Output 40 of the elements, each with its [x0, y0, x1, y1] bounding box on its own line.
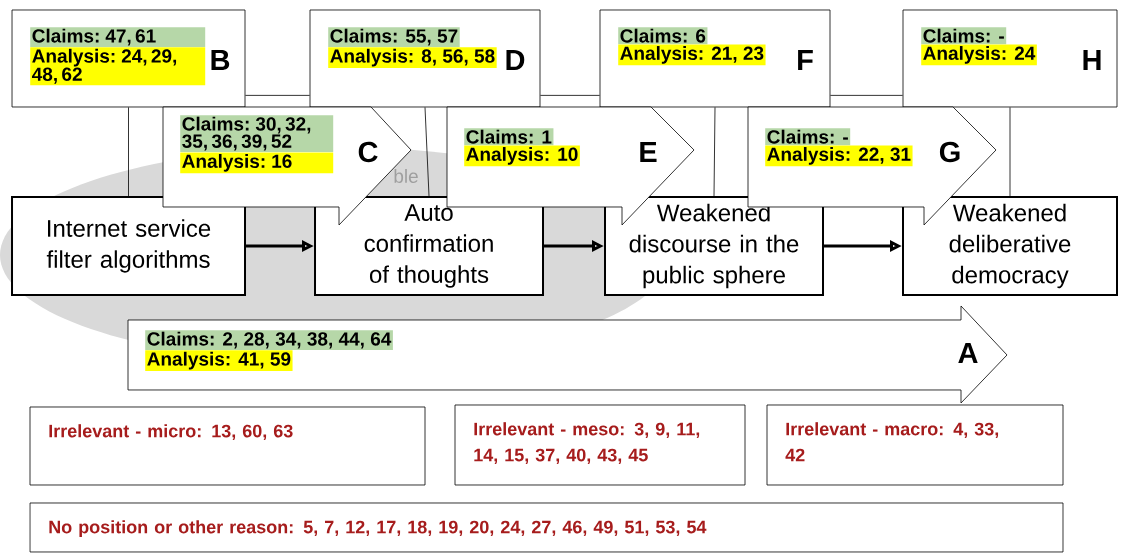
category-box: Irrelevant - macro: 4, 33, 42 — [766, 404, 1064, 486]
process-box: Weakened discourse in the public sphere — [604, 196, 824, 296]
connector-line — [245, 95, 310, 96]
connector-line — [713, 107, 716, 197]
claims-text: Claims: 6 — [618, 27, 708, 45]
analysis-text: Analysis: 22, 31 — [765, 145, 913, 167]
claims-text: Claims: 30, 32, 35, 36, 39, 52 — [180, 115, 334, 153]
claims-text: Claims: 2, 28, 34, 38, 44, 64 — [145, 330, 393, 350]
category-box: Irrelevant - micro: 13, 60, 63 — [29, 406, 426, 486]
callout-letter: C — [358, 141, 378, 163]
analysis-text: Analysis: 24 — [921, 44, 1037, 66]
faded-label: ble — [394, 169, 418, 183]
callout-letter: F — [798, 50, 813, 70]
analysis-text: Analysis: 8, 56, 58 — [328, 47, 497, 68]
claims-text: Claims: - — [921, 27, 1007, 45]
connector-line — [540, 95, 600, 96]
analysis-text: Analysis: 21, 23 — [618, 44, 766, 66]
connector-line — [830, 95, 903, 96]
analysis-text: Analysis: 41, 59 — [145, 350, 293, 371]
callout-letter: E — [640, 142, 657, 162]
claims-text: Claims: 47, 61 — [30, 27, 206, 47]
connector-line — [1009, 107, 1011, 197]
claims-text: Claims: 1 — [464, 128, 554, 146]
analysis-text: Analysis: 10 — [464, 145, 580, 167]
callout-letter: D — [506, 50, 525, 70]
connector-line — [424, 107, 430, 197]
analysis-text: Analysis: 16 — [180, 152, 334, 174]
category-box: No position or other reason: 5, 7, 12, 17, 18, 19, 20, 24, 27, 46, 49, 51, 53, 54 — [29, 502, 1064, 553]
callout-letter: A — [958, 343, 978, 363]
category-box: Irrelevant - meso: 3, 9, 11, 14, 15, 37, 40, 43, 45 — [454, 404, 746, 486]
connector-line — [128, 107, 129, 197]
process-box: Internet service filter algorithms — [11, 196, 246, 296]
process-box: Weakened deliberative democracy — [902, 196, 1118, 296]
claims-text: Claims: 55, 57 — [328, 27, 460, 47]
callout-letter: G — [939, 141, 960, 163]
analysis-text: Analysis: 24, 29, 48, 62 — [30, 47, 206, 86]
claims-text: Claims: - — [765, 128, 851, 146]
process-box: Auto confirmation of thoughts — [314, 196, 544, 296]
callout-letter: B — [211, 50, 230, 70]
callout-letter: H — [1083, 50, 1101, 70]
